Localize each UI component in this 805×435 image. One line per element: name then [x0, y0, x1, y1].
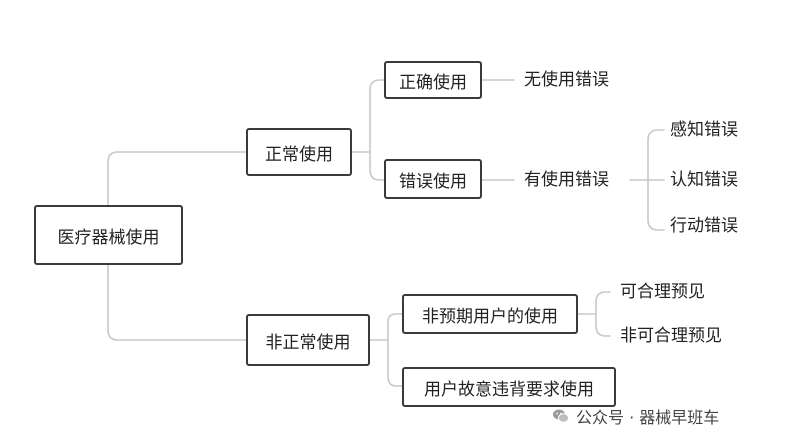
node-normal-use-label: 正常使用: [265, 144, 333, 165]
node-correct-use: 正确使用: [384, 61, 482, 99]
watermark-text: 公众号 · 器械早班车: [576, 408, 720, 427]
node-wrong-use-label: 错误使用: [399, 171, 467, 192]
connector-error-types: [629, 129, 665, 231]
leaf-no-use-error: 无使用错误: [524, 70, 609, 90]
node-correct-use-label: 正确使用: [399, 72, 467, 93]
connector-normal-bracket: [369, 79, 385, 181]
connector-abnormal-bracket: [369, 313, 403, 387]
leaf-cognition-error: 认知错误: [670, 170, 738, 190]
wechat-icon: [553, 409, 569, 423]
connector-root-normal: [107, 151, 247, 206]
node-root: 医疗器械使用: [34, 205, 183, 265]
leaf-not-reasonably-foreseeable: 非可合理预见: [620, 326, 722, 346]
watermark: 公众号 · 器械早班车: [552, 404, 719, 428]
node-unexpected-user-use: 非预期用户的使用: [402, 294, 578, 334]
node-abnormal-use-label: 非正常使用: [265, 332, 351, 353]
node-unexpected-user-use-label: 非预期用户的使用: [422, 306, 558, 327]
node-wrong-use: 错误使用: [384, 159, 482, 199]
leaf-perception-error: 感知错误: [670, 120, 738, 140]
connector-root-abnormal: [107, 264, 247, 341]
node-intentional-violation-label: 用户故意违背要求使用: [424, 379, 594, 400]
node-intentional-violation: 用户故意违背要求使用: [402, 367, 616, 407]
node-abnormal-use: 非正常使用: [246, 314, 370, 366]
node-normal-use: 正常使用: [246, 128, 352, 176]
leaf-action-error: 行动错误: [670, 216, 738, 236]
node-root-label: 医疗器械使用: [57, 227, 160, 248]
connector-unexpected-leaves: [577, 291, 611, 337]
leaf-reasonably-foreseeable: 可合理预见: [620, 282, 705, 302]
leaf-has-use-error: 有使用错误: [524, 170, 609, 190]
